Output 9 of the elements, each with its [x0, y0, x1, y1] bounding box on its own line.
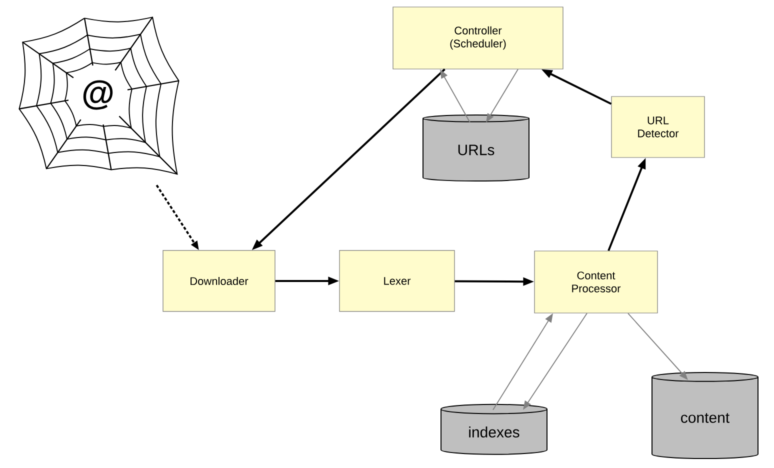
process-box: Content Processor: [534, 250, 658, 314]
process-box: Controller (Scheduler): [392, 6, 564, 70]
web-drawing: @: [18, 16, 180, 175]
database-cylinder: URLs: [422, 114, 530, 182]
process-box: Downloader: [162, 250, 276, 312]
database-cylinder: indexes: [440, 404, 548, 455]
process-box: URL Detector: [611, 96, 705, 158]
process-box: Lexer: [339, 250, 455, 312]
database-cylinder: content: [652, 372, 758, 460]
